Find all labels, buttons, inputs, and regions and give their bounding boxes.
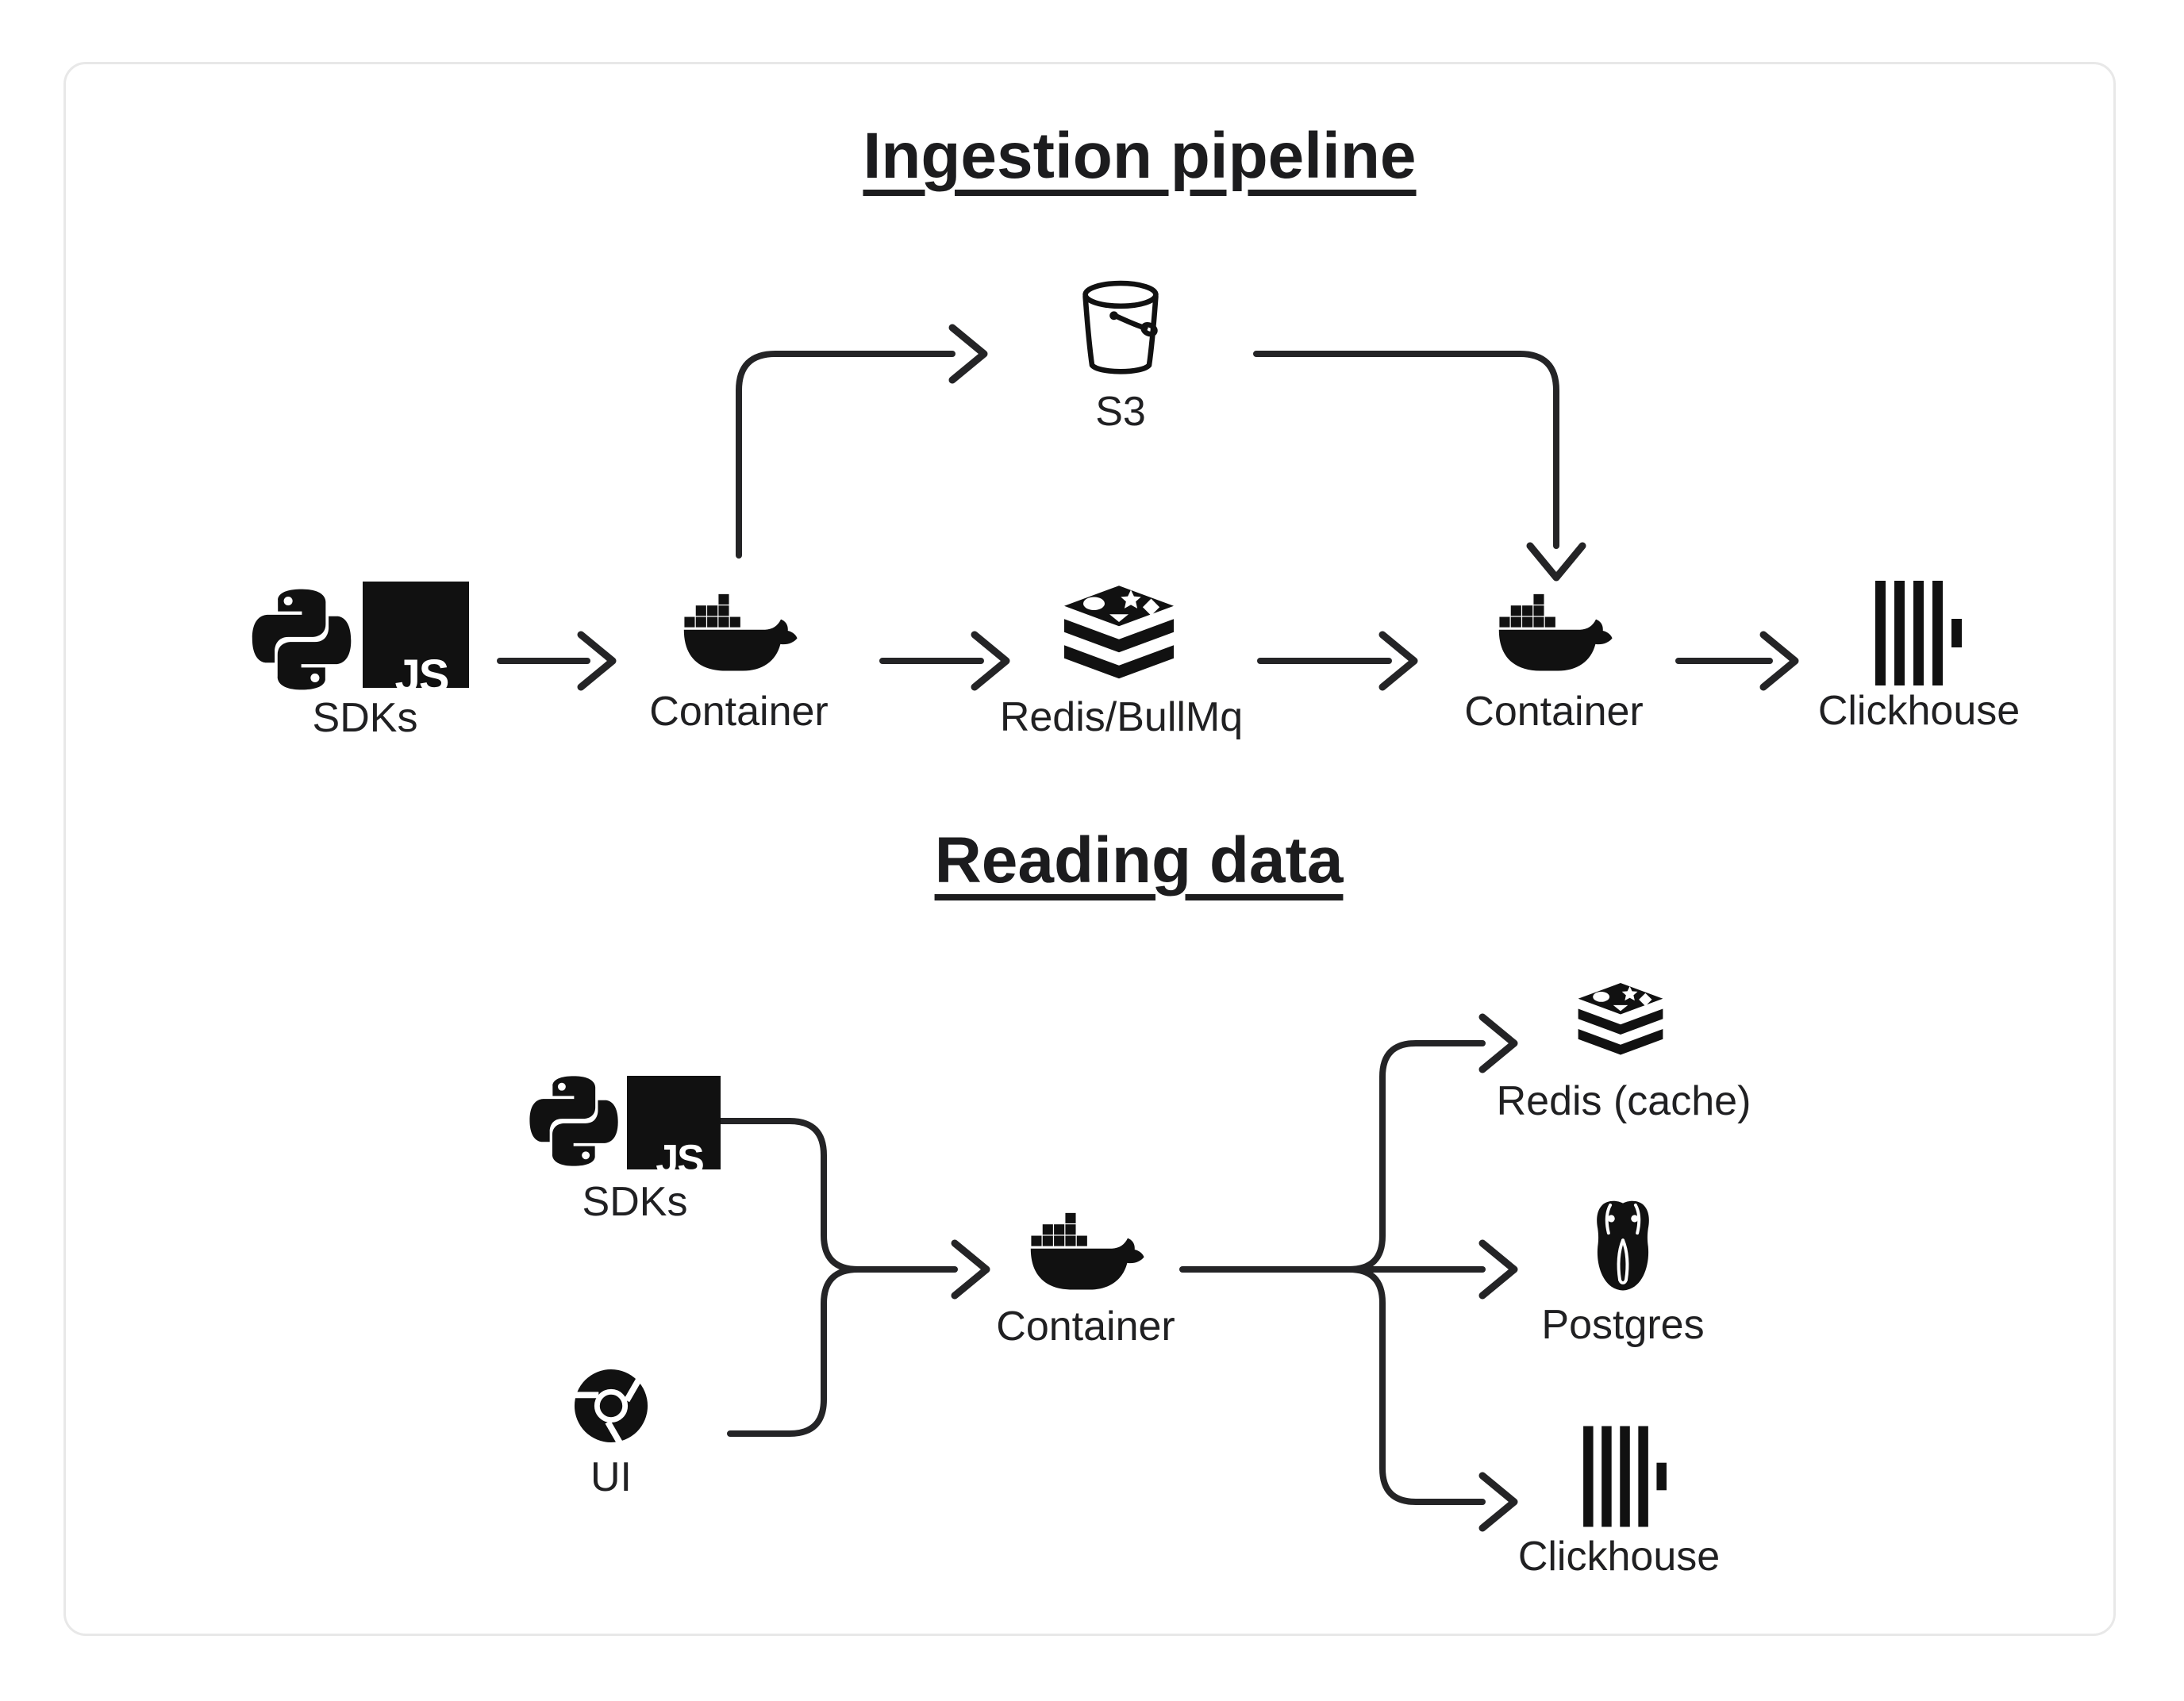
container-in-label: Container [649,689,829,735]
arrow-s3-to-container [1253,351,1559,549]
clickhouse-bars-icon [1875,581,1963,685]
chrome-browser-icon [572,1367,650,1445]
reading-clickhouse-label: Clickhouse [1517,1534,1721,1580]
container-worker-label: Container [1464,689,1644,735]
reading-sdks-label: SDKs [582,1179,688,1225]
python-icon [249,587,354,692]
reading-title: Reading data [934,824,1344,897]
python-icon [527,1074,621,1168]
redis-cache-label: Redis (cache) [1496,1078,1751,1124]
arrow-branch-to-redis [1346,1040,1486,1273]
javascript-icon: JS [363,582,469,700]
ui-label: UI [590,1454,632,1500]
arrow-container-to-s3 [736,351,956,559]
sdks-label: SDKs [312,695,418,741]
redis-stack-icon [1059,586,1179,682]
s3-label: S3 [1095,389,1146,435]
javascript-icon: JS [627,1076,721,1181]
docker-whale-icon [1494,589,1613,673]
docker-whale-icon [679,589,798,673]
ingestion-title: Ingestion pipeline [863,120,1417,192]
clickhouse-label: Clickhouse [1817,688,2021,734]
arrow-branch-to-clickhouse [1346,1266,1486,1505]
docker-whale-icon [1026,1208,1145,1292]
postgres-label: Postgres [1541,1302,1705,1348]
postgres-elephant-icon [1578,1199,1668,1292]
queue-label: Redis/BullMq [999,694,1244,740]
redis-stack-icon [1575,983,1667,1058]
s3-bucket-icon [1073,279,1168,382]
arrow-ui-merge [727,1266,861,1437]
arrow-sdks-merge [715,1118,861,1273]
reading-container-label: Container [996,1304,1175,1350]
clickhouse-bars-icon [1583,1426,1667,1527]
